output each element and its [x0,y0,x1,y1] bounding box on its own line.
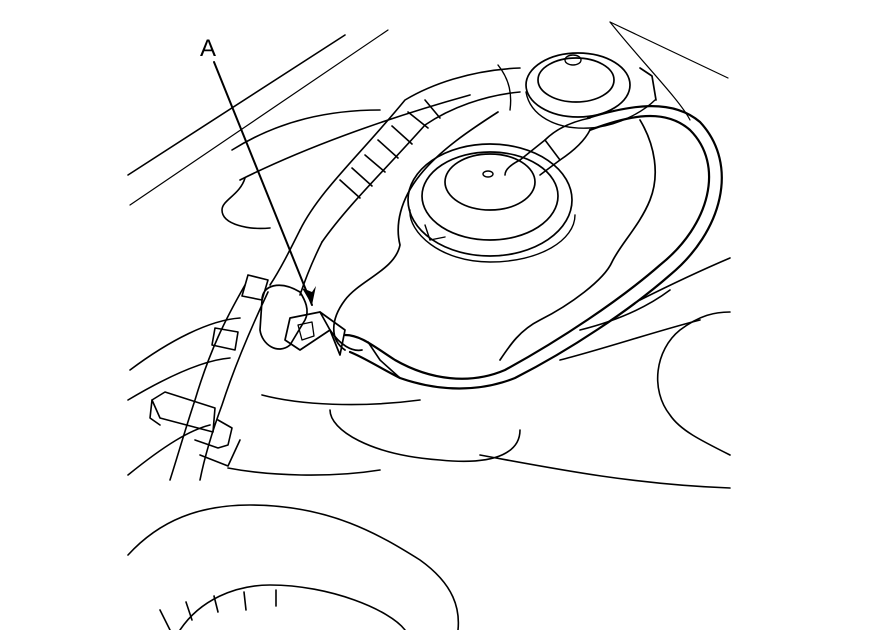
callout-a: A [200,35,316,306]
callout-a-leader [213,61,313,306]
connector-a [259,284,363,356]
reservoir [332,52,657,361]
hose-clamp [149,391,241,467]
sensor-harness [343,105,723,390]
callout-a-label: A [200,35,216,62]
arrowhead-icon [302,286,316,305]
coolant-hose [169,229,323,481]
body-panel-lines [127,21,731,631]
corrugated-hose [299,64,521,243]
